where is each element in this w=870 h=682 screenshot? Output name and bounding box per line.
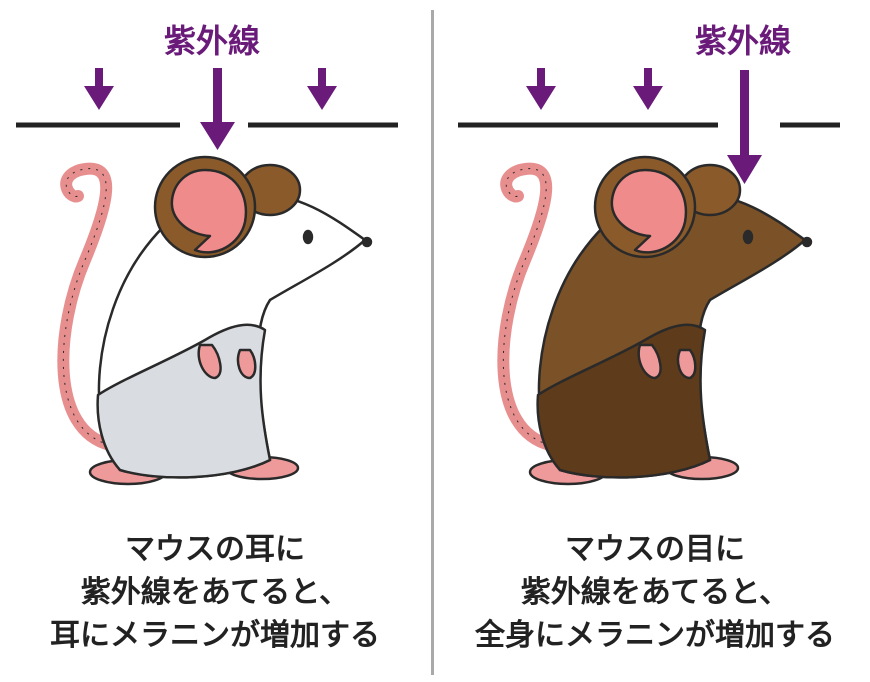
ear-exposure-illustration — [16, 68, 398, 486]
eye-exposure-illustration — [458, 68, 840, 486]
mouse-belly — [536, 323, 712, 479]
caption-line: マウスの耳に — [125, 532, 305, 567]
mouse-eye — [742, 229, 754, 245]
down-arrow-icon — [307, 68, 337, 110]
mouse-paw — [637, 343, 662, 380]
mouse-tail — [497, 162, 556, 451]
mouse-nose — [801, 236, 813, 248]
mouse-paw — [236, 348, 257, 380]
white-mouse — [57, 155, 373, 486]
down-arrow-icon — [526, 68, 556, 110]
mouse-nose — [361, 236, 373, 248]
caption-line: 紫外線をあてると、 — [80, 575, 350, 610]
panel-eye-exposure: 紫外線 マウスの目に 紫外線をあてると、 全身にメラニンが増加する — [440, 0, 870, 682]
panel-divider — [431, 10, 434, 675]
caption-line: 紫外線をあてると、 — [520, 575, 790, 610]
down-arrow-icon — [727, 70, 762, 184]
mouse-paw — [197, 343, 222, 380]
mouse-eye — [302, 229, 314, 245]
mouse-belly — [96, 323, 272, 479]
caption-line: 全身にメラニンが増加する — [475, 618, 835, 653]
panel-ear-exposure: 紫外線 マウスの耳に 紫外線をあてると、 耳にメラニンが増加する — [0, 0, 430, 682]
uv-label: 紫外線 — [695, 22, 792, 60]
caption-line: 耳にメラニンが増加する — [50, 618, 380, 653]
mouse-paw — [676, 348, 697, 380]
mouse-tail — [57, 162, 116, 451]
brown-mouse — [497, 155, 813, 486]
caption-eye: マウスの目に 紫外線をあてると、 全身にメラニンが増加する — [440, 528, 870, 657]
uv-label: 紫外線 — [164, 22, 261, 60]
caption-ear: マウスの耳に 紫外線をあてると、 耳にメラニンが増加する — [0, 528, 430, 657]
caption-line: マウスの目に — [565, 532, 745, 567]
down-arrow-icon — [200, 68, 235, 150]
down-arrow-icon — [633, 68, 663, 110]
down-arrow-icon — [84, 68, 114, 110]
